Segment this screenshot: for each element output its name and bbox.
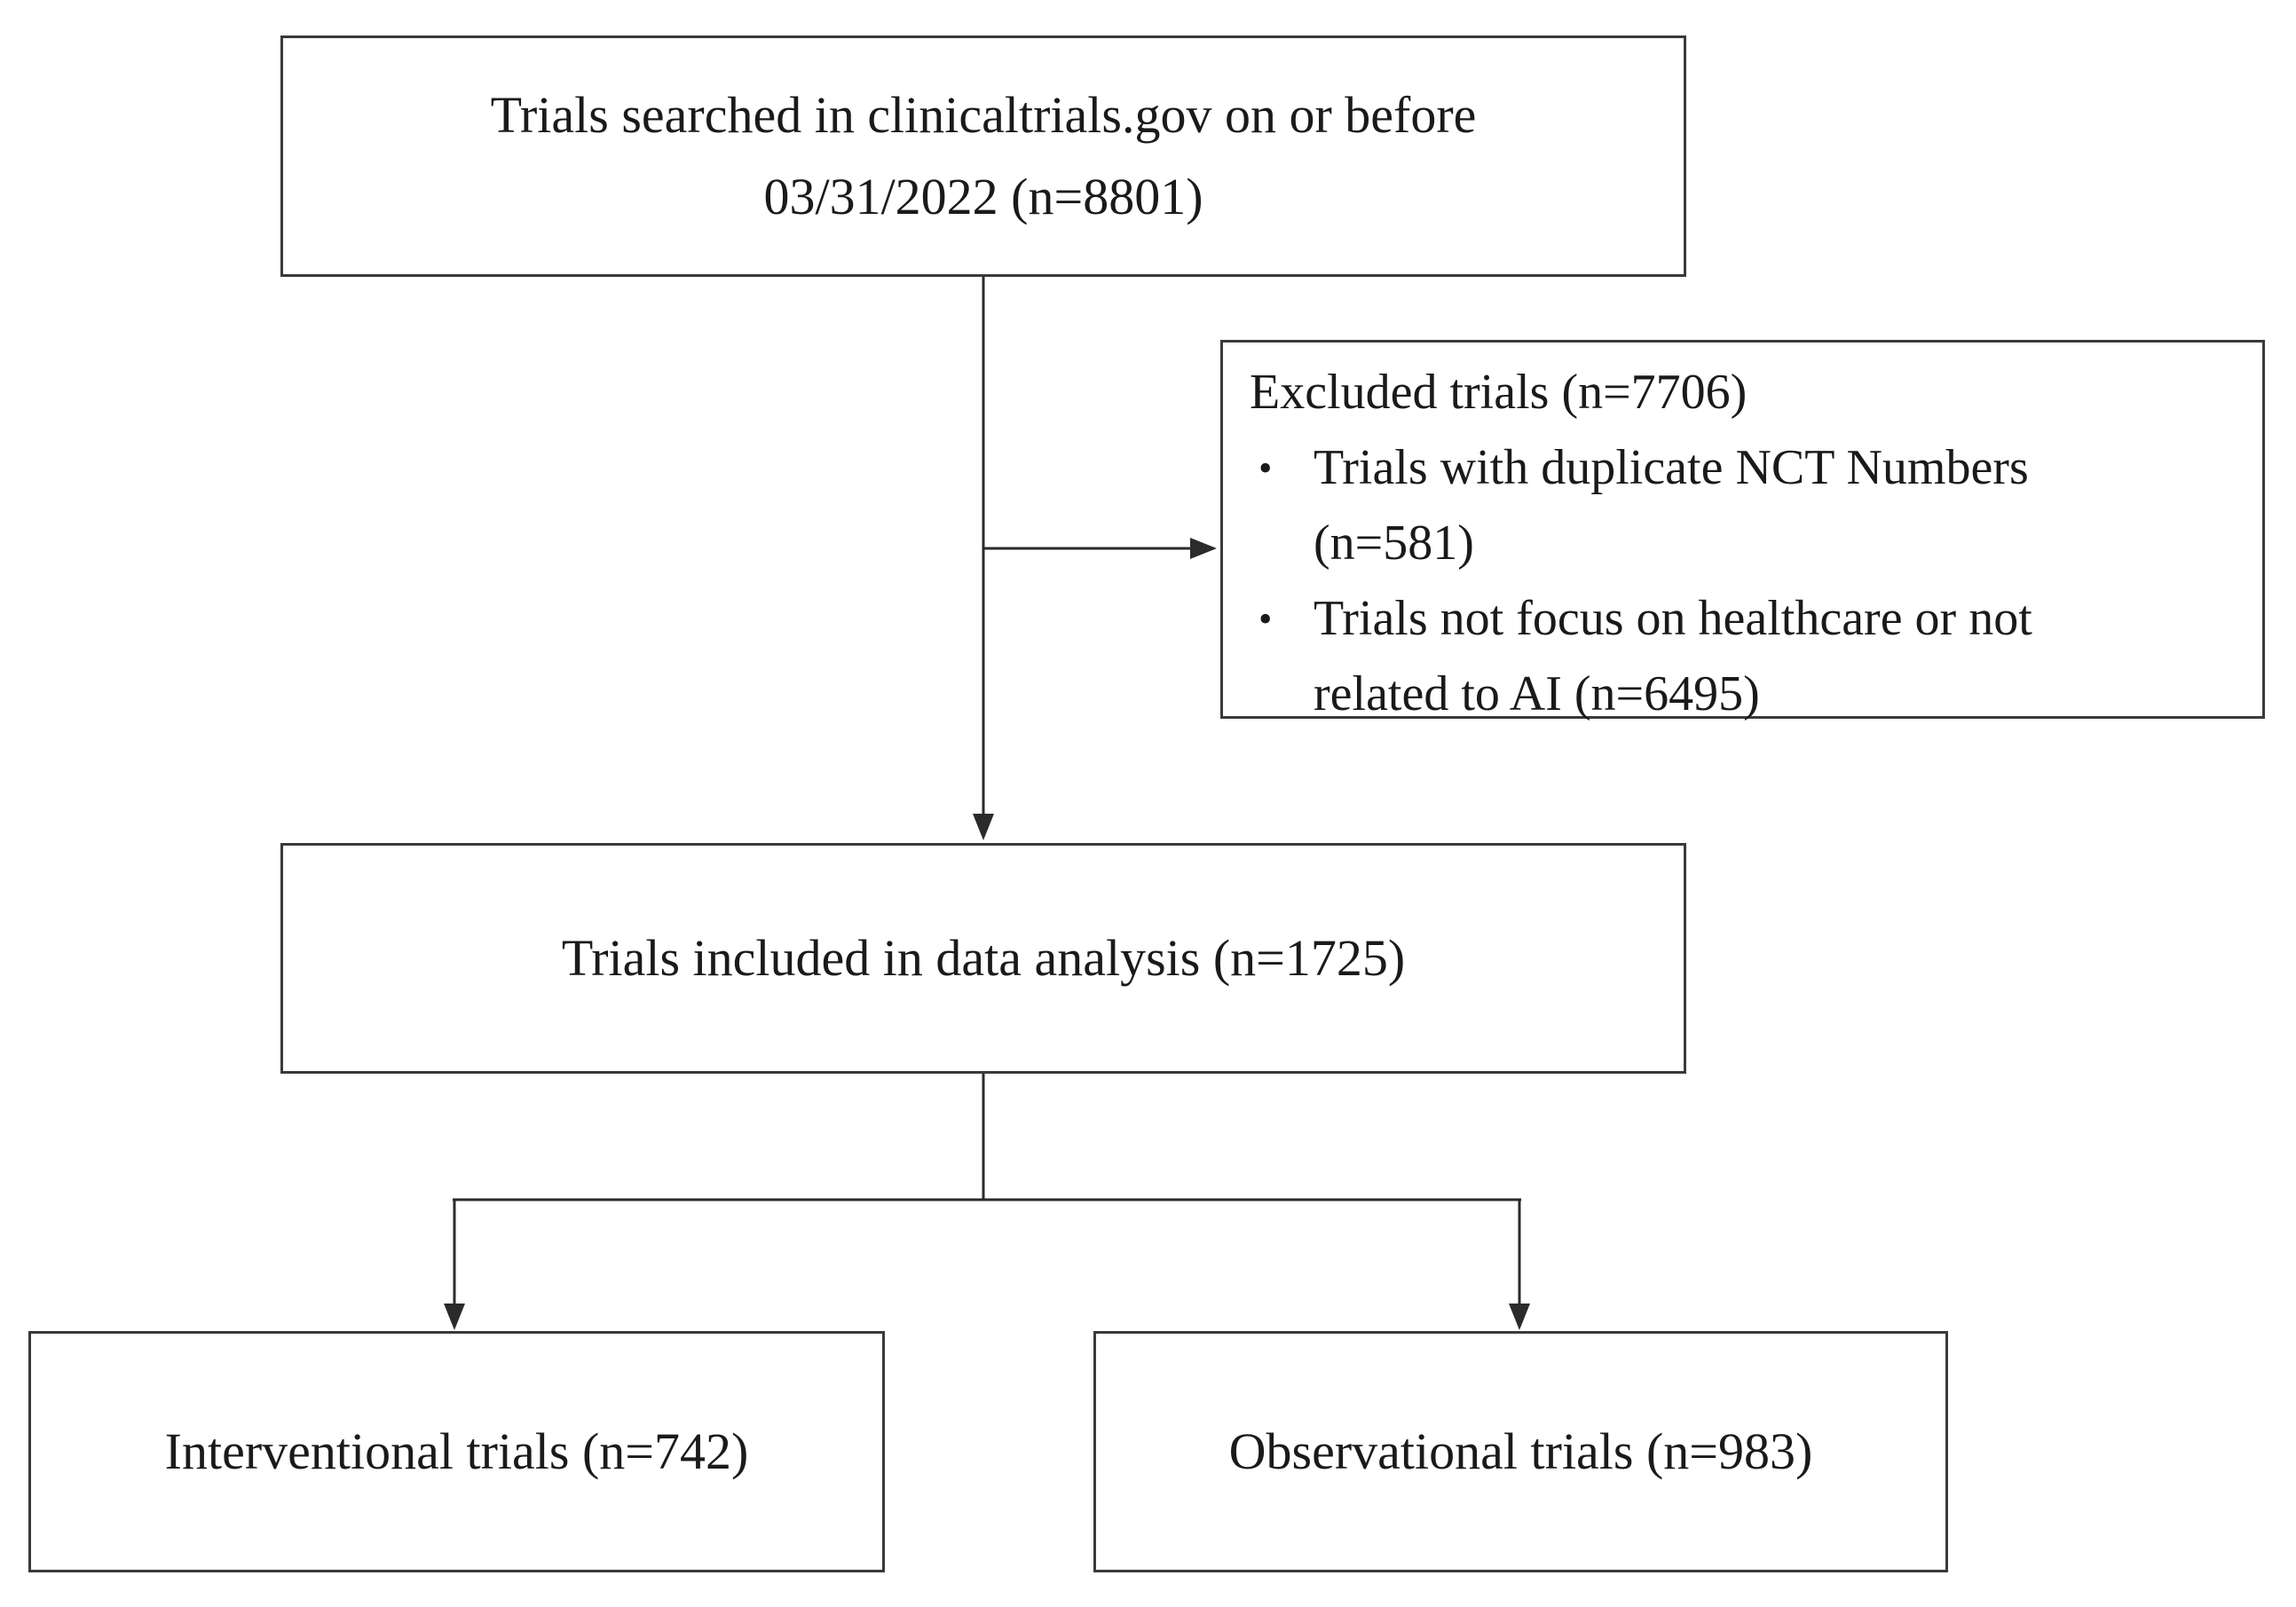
excluded-bullet-not-healthcare-ai: • Trials not focus on healthcare or not … (1250, 581, 2246, 732)
box-observational-trials: Observational trials (n=983) (1093, 1331, 1948, 1572)
arrowhead-right-excluded-icon (1190, 538, 1217, 559)
interventional-trials-text: Interventional trials (n=742) (164, 1422, 749, 1480)
box-interventional-trials: Interventional trials (n=742) (28, 1331, 885, 1572)
bullet-icon: • (1258, 597, 1273, 641)
excluded-bullet-2-line2: related to AI (n=6495) (1314, 666, 1760, 721)
trials-included-text: Trials included in data analysis (n=1725… (561, 929, 1406, 987)
bullet-icon: • (1258, 446, 1273, 490)
excluded-bullet-2-line1: Trials not focus on healthcare or not (1314, 591, 2032, 646)
arrowhead-down-included-icon (973, 814, 994, 840)
box-trials-included: Trials included in data analysis (n=1725… (280, 843, 1686, 1074)
excluded-bullet-1-line1: Trials with duplicate NCT Numbers (1314, 440, 2029, 495)
trials-searched-line2: 03/31/2022 (n=8801) (763, 168, 1203, 225)
excluded-trials-title: Excluded trials (n=7706) (1250, 365, 1748, 420)
excluded-bullet-1-line2: (n=581) (1314, 516, 1474, 571)
excluded-bullet-duplicate-nct: • Trials with duplicate NCT Numbers (n=5… (1250, 430, 2246, 581)
arrowhead-down-interventional-icon (444, 1304, 465, 1330)
box-trials-searched: Trials searched in clinicaltrials.gov on… (280, 35, 1686, 277)
box-excluded-trials: Excluded trials (n=7706) • Trials with d… (1220, 340, 2265, 721)
arrowhead-down-observational-icon (1509, 1304, 1530, 1330)
trials-searched-line1: Trials searched in clinicaltrials.gov on… (490, 86, 1477, 144)
observational-trials-text: Observational trials (n=983) (1228, 1422, 1813, 1480)
